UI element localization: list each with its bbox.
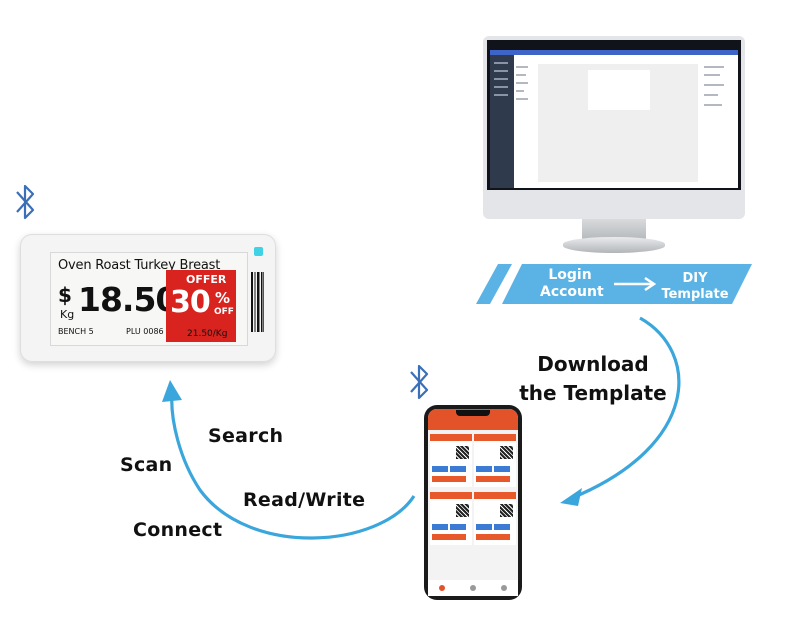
login-account-step: Login Account bbox=[540, 267, 604, 300]
app-status-bar bbox=[432, 476, 466, 482]
app-status-bar bbox=[476, 476, 510, 482]
connect-flow-arrow bbox=[170, 391, 416, 540]
app-tag-header bbox=[474, 492, 516, 499]
esl-price-per-kg: 21.50/Kg bbox=[187, 329, 228, 339]
esl-led-indicator bbox=[254, 247, 263, 256]
app-tag-header bbox=[430, 434, 472, 441]
monitor-stand-neck bbox=[582, 219, 646, 239]
esl-discount-off: OFF bbox=[214, 307, 234, 317]
download-template-label: Download the Template bbox=[519, 352, 667, 405]
bluetooth-icon bbox=[16, 184, 35, 220]
platform-sidebar bbox=[490, 50, 514, 188]
app-bottom-nav-icons[interactable] bbox=[428, 580, 518, 596]
esl-price: 18.50 bbox=[78, 280, 178, 319]
esl-bench: BENCH 5 bbox=[58, 327, 94, 336]
qr-code-icon bbox=[456, 504, 469, 517]
esl-offer-panel bbox=[166, 270, 236, 342]
diy-template-step: DIY Template bbox=[661, 271, 729, 302]
download-arrowhead bbox=[560, 488, 582, 506]
esl-plu: PLU 0086 bbox=[126, 327, 164, 336]
app-action-button[interactable] bbox=[476, 466, 492, 472]
search-label: Search bbox=[208, 425, 284, 447]
arrow-right-icon bbox=[614, 276, 657, 292]
tags-icon bbox=[470, 585, 476, 591]
esl-unit: Kg bbox=[60, 308, 75, 321]
app-status-bar bbox=[432, 534, 466, 540]
app-action-button[interactable] bbox=[432, 466, 448, 472]
platform-ui-details bbox=[490, 50, 738, 106]
profile-icon bbox=[501, 585, 507, 591]
app-action-button[interactable] bbox=[450, 524, 466, 530]
read-write-label: Read/Write bbox=[243, 489, 366, 511]
app-action-button[interactable] bbox=[494, 466, 510, 472]
qr-code-icon bbox=[500, 504, 513, 517]
app-tag-header bbox=[474, 434, 516, 441]
app-tag-header bbox=[430, 492, 472, 499]
phone-notch bbox=[456, 410, 490, 416]
qr-code-icon bbox=[456, 446, 469, 459]
app-action-button[interactable] bbox=[494, 524, 510, 530]
esl-discount: 30 bbox=[170, 285, 211, 320]
home-icon bbox=[439, 585, 445, 591]
esl-offer-label: OFFER bbox=[186, 273, 227, 286]
template-preview bbox=[588, 70, 650, 110]
connect-arrowhead bbox=[162, 380, 182, 402]
bluetooth-icon bbox=[410, 364, 429, 400]
app-action-button[interactable] bbox=[476, 524, 492, 530]
app-action-button[interactable] bbox=[432, 524, 448, 530]
app-action-button[interactable] bbox=[450, 466, 466, 472]
esl-currency: $ bbox=[58, 283, 72, 307]
qr-code-icon bbox=[500, 446, 513, 459]
scan-label: Scan bbox=[120, 454, 173, 476]
app-header bbox=[428, 409, 518, 430]
download-flow-arrow bbox=[571, 316, 681, 500]
connect-label: Connect bbox=[133, 519, 223, 541]
esl-discount-percent: % bbox=[215, 289, 231, 307]
monitor-stand-base bbox=[563, 237, 665, 253]
app-status-bar bbox=[476, 534, 510, 540]
barcode-icon bbox=[251, 272, 264, 332]
esl-product-name: Oven Roast Turkey Breast bbox=[58, 258, 221, 273]
